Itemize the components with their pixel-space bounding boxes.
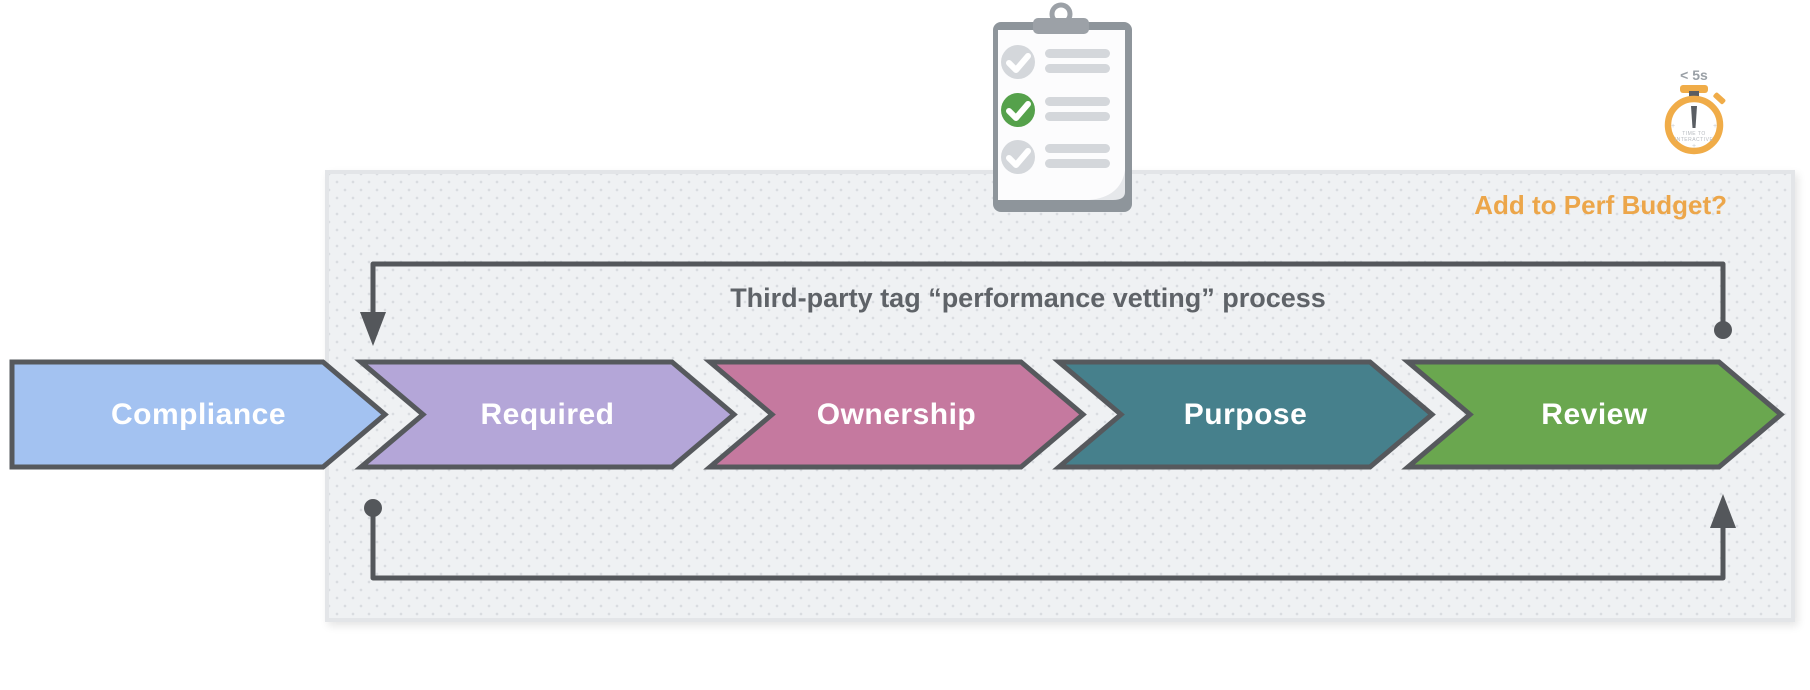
stopwatch-icon: < 5s TIME TO INTERACTIVE + + + (1664, 67, 1726, 155)
top-loop-arrowhead-icon (360, 312, 386, 346)
step-chevron-ownership (703, 359, 1087, 470)
bottom-loop-arrowhead-icon (1710, 494, 1736, 528)
checklist-clipboard-icon (993, 2, 1132, 212)
top-loop-arrow (370, 261, 1726, 330)
stopwatch-face-line1: TIME TO (1682, 131, 1706, 137)
step-chevron-review (1401, 359, 1785, 470)
bottom-loop-arrow (370, 508, 1726, 581)
step-chevron-purpose (1052, 359, 1436, 470)
top-loop-origin-dot (1714, 321, 1732, 339)
diagram-title: Third-party tag “performance vetting” pr… (730, 283, 1326, 313)
svg-text:+: + (1713, 123, 1717, 130)
perf-budget-question: Add to Perf Budget? (1474, 190, 1727, 220)
bottom-loop-origin-dot (364, 499, 382, 517)
stopwatch-face-line2: INTERACTIVE (1675, 137, 1714, 143)
svg-text:+: + (1692, 143, 1696, 150)
stopwatch-time-label: < 5s (1680, 67, 1708, 83)
svg-text:+: + (1671, 123, 1675, 130)
step-chevron-compliance (9, 359, 389, 470)
step-chevron-required (354, 359, 738, 470)
